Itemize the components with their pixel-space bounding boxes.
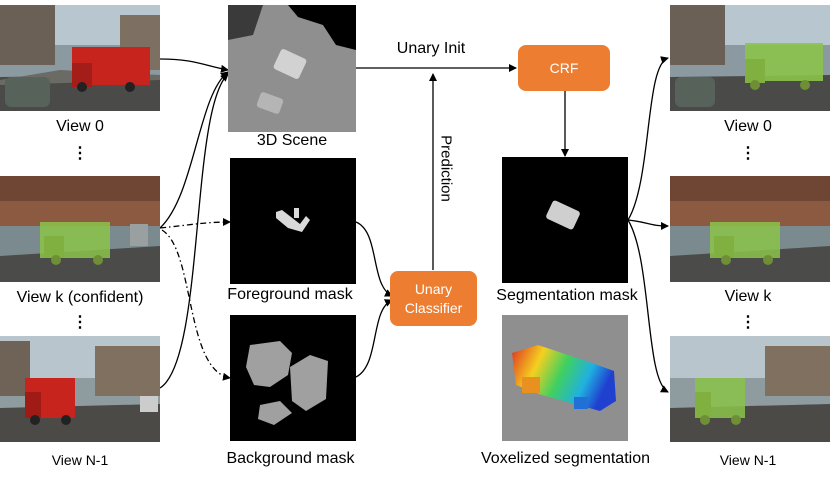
right-view-k-image bbox=[670, 176, 830, 282]
segmentation-panel bbox=[502, 157, 628, 283]
scene-panel bbox=[228, 5, 356, 132]
prediction-label: Prediction bbox=[437, 135, 455, 202]
foreground-panel bbox=[230, 158, 356, 284]
edge-background-unary bbox=[355, 299, 393, 378]
voxel-panel bbox=[502, 315, 628, 441]
unary-init-label: Unary Init bbox=[396, 40, 466, 57]
left-ellipsis-1: ⋮ bbox=[72, 145, 88, 162]
edge-seg-viewk bbox=[627, 219, 669, 230]
scene-label: 3D Scene bbox=[256, 132, 328, 149]
unary-classifier-box: Unary Classifier bbox=[390, 271, 477, 326]
foreground-label: Foreground mask bbox=[227, 286, 353, 303]
segmentation-label: Segmentation mask bbox=[496, 287, 638, 304]
voxel-label: Voxelized segmentation bbox=[481, 450, 650, 467]
edge-viewk-foreground bbox=[159, 218, 231, 229]
edge-viewN-scene bbox=[159, 73, 229, 389]
right-view-n-image bbox=[670, 336, 830, 442]
edge-view0-scene bbox=[159, 58, 229, 73]
edge-seg-view0 bbox=[627, 56, 669, 221]
left-view-n-image bbox=[0, 336, 160, 442]
edge-foreground-unary bbox=[355, 221, 393, 297]
right-view-k-label: View k bbox=[724, 288, 772, 305]
edge-seg-viewN bbox=[627, 219, 669, 393]
left-ellipsis-2: ⋮ bbox=[72, 314, 88, 331]
background-label: Background mask bbox=[226, 450, 355, 467]
right-view-0-image bbox=[670, 5, 830, 111]
background-panel bbox=[230, 315, 356, 441]
edge-viewk-scene bbox=[159, 71, 229, 229]
left-view-n-label: View N-1 bbox=[51, 452, 109, 468]
left-view-0-image bbox=[0, 5, 160, 111]
edge-viewk-background bbox=[161, 229, 231, 381]
left-view-k-image bbox=[0, 176, 160, 282]
right-view-0-label: View 0 bbox=[724, 118, 772, 135]
left-view-0-label: View 0 bbox=[56, 118, 104, 135]
right-view-n-label: View N-1 bbox=[719, 452, 777, 468]
crf-box: CRF bbox=[518, 45, 610, 91]
right-ellipsis-2: ⋮ bbox=[740, 314, 756, 331]
unary-label-line2: Classifier bbox=[404, 299, 463, 316]
crf-label: CRF bbox=[549, 59, 579, 76]
left-view-k-label: View k (confident) bbox=[16, 289, 144, 306]
right-ellipsis-1: ⋮ bbox=[740, 145, 756, 162]
unary-label-line1: Unary bbox=[414, 280, 453, 297]
